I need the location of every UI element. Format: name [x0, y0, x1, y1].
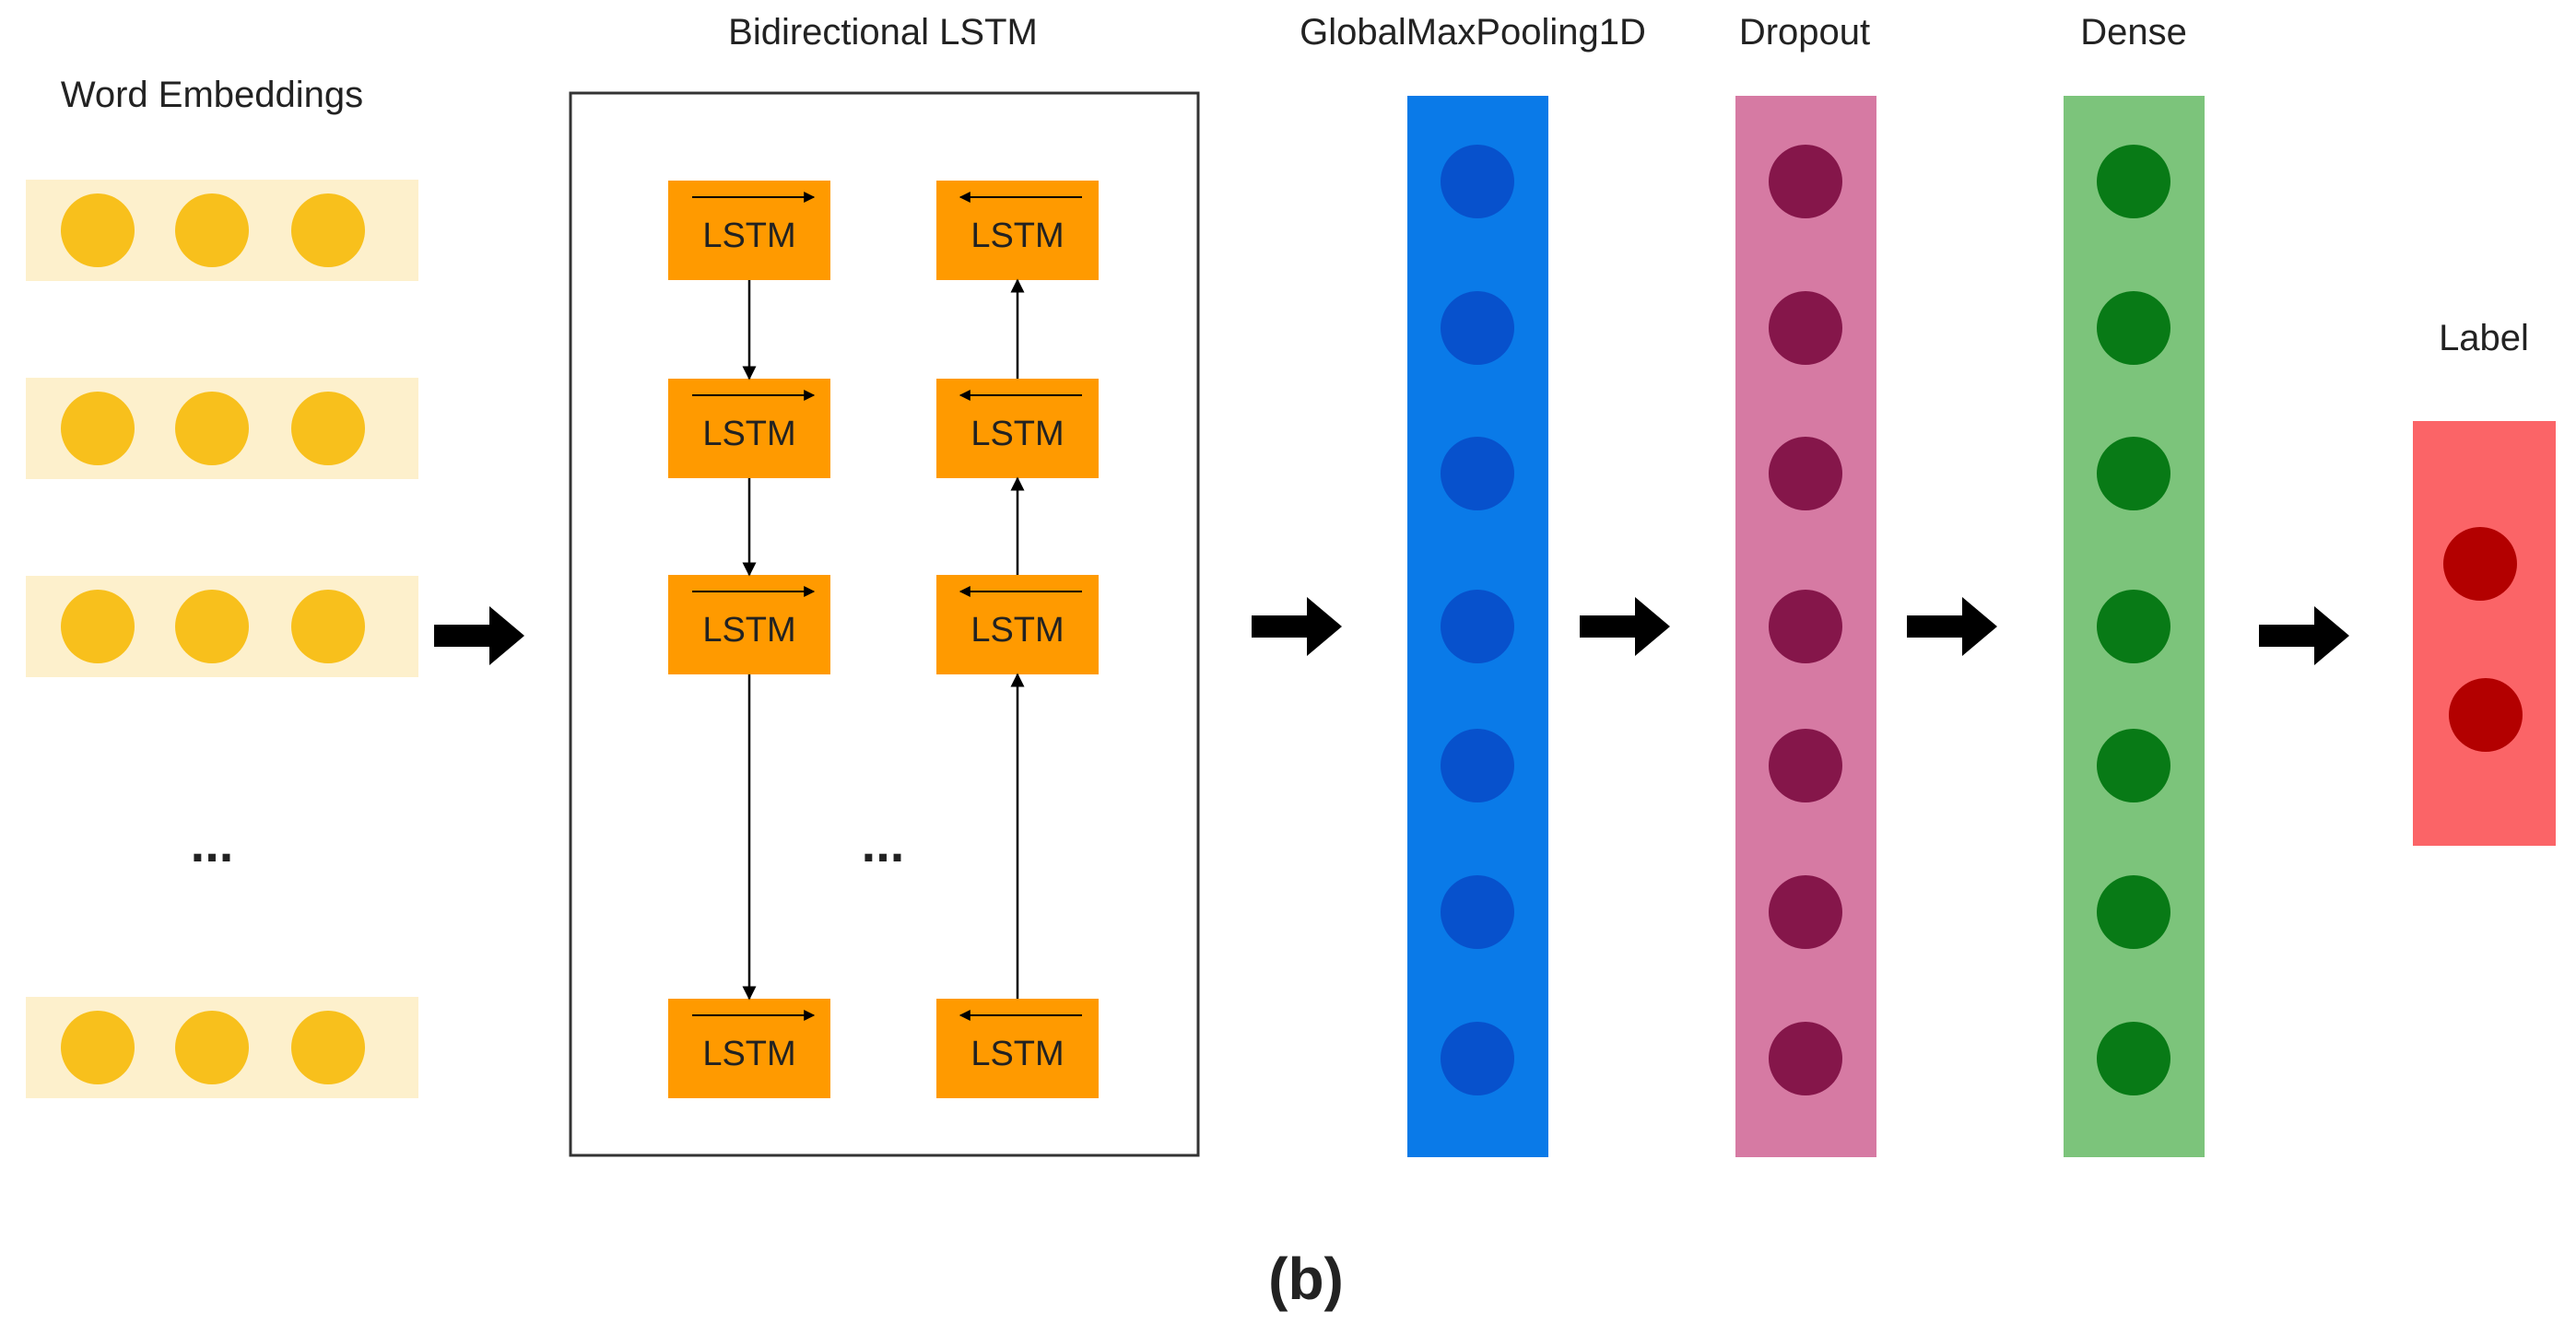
label-node: [2449, 678, 2523, 752]
lstm-cell-label: LSTM: [970, 415, 1064, 453]
label-title: Label: [2439, 318, 2529, 358]
embedding-dot: [61, 392, 135, 465]
global-max-pooling-title: GlobalMaxPooling1D: [1300, 12, 1646, 53]
flow-arrow: [2259, 606, 2349, 665]
embedding-dot: [291, 392, 365, 465]
embeddings-ellipsis: ...: [191, 814, 234, 872]
embedding-dot: [61, 1011, 135, 1084]
bilstm-container: [569, 91, 1200, 1157]
embedding-dot: [291, 193, 365, 267]
label-layer-column: [2413, 421, 2556, 846]
pooling-node: [1441, 875, 1514, 949]
word-embeddings-title: Word Embeddings: [61, 75, 363, 115]
pooling-node: [1441, 590, 1514, 663]
flow-arrow: [1252, 597, 1342, 656]
lstm-cell-label: LSTM: [702, 415, 795, 453]
lstm-cell-label: LSTM: [702, 611, 795, 650]
lstm-ellipsis: ...: [862, 814, 905, 872]
dense-node: [2097, 1022, 2170, 1095]
embedding-dot: [61, 193, 135, 267]
embedding-dot: [175, 392, 249, 465]
dense-node: [2097, 437, 2170, 510]
dense-node: [2097, 291, 2170, 365]
dropout-node: [1769, 1022, 1842, 1095]
dense-node: [2097, 729, 2170, 802]
embedding-dot: [291, 1011, 365, 1084]
pooling-node: [1441, 145, 1514, 218]
lstm-cell-label: LSTM: [970, 611, 1064, 650]
pooling-node: [1441, 1022, 1514, 1095]
pooling-node: [1441, 729, 1514, 802]
lstm-cell-label: LSTM: [702, 1035, 795, 1073]
bidirectional-lstm-title: Bidirectional LSTM: [728, 12, 1038, 53]
dropout-node: [1769, 291, 1842, 365]
flow-arrow: [1580, 597, 1670, 656]
dropout-node: [1769, 437, 1842, 510]
pooling-node: [1441, 291, 1514, 365]
embedding-dot: [291, 590, 365, 663]
embedding-dot: [175, 193, 249, 267]
embedding-dot: [175, 590, 249, 663]
lstm-cell-label: LSTM: [702, 217, 795, 255]
dropout-node: [1769, 729, 1842, 802]
dense-node: [2097, 875, 2170, 949]
lstm-cells-group: ... LSTM LSTM LSTM LSTM LSTM LSTM LSTM LSTM: [668, 181, 1099, 1098]
word-embeddings-group: ...: [26, 180, 418, 1098]
dense-node: [2097, 145, 2170, 218]
flow-arrow: [434, 606, 524, 665]
dropout-node: [1769, 145, 1842, 218]
dropout-node: [1769, 875, 1842, 949]
dropout-title: Dropout: [1739, 12, 1870, 53]
figure-caption: (b): [1268, 1246, 1344, 1312]
dropout-node: [1769, 590, 1842, 663]
flow-arrows-group: [434, 597, 2349, 665]
layer-nodes-group: [1441, 145, 2523, 1095]
dense-node: [2097, 590, 2170, 663]
flow-arrow: [1907, 597, 1997, 656]
lstm-cell-label: LSTM: [970, 1035, 1064, 1073]
lstm-cell-label: LSTM: [970, 217, 1064, 255]
pooling-node: [1441, 437, 1514, 510]
dense-title: Dense: [2080, 12, 2187, 53]
embedding-dot: [61, 590, 135, 663]
embedding-dot: [175, 1011, 249, 1084]
label-node: [2443, 527, 2517, 601]
